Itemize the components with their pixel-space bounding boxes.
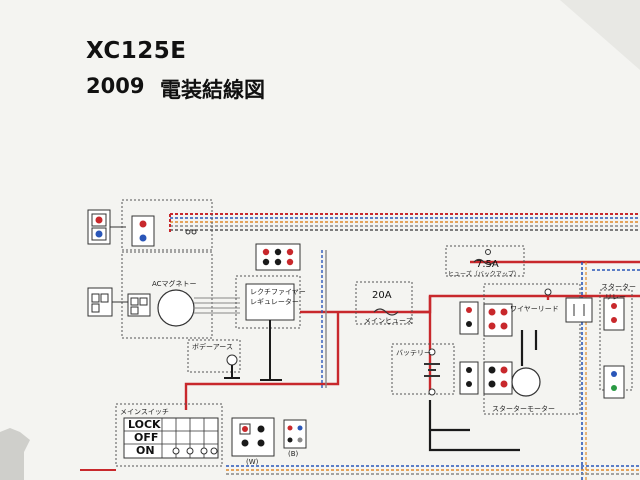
- main-fuse-rating: 20A: [372, 290, 392, 301]
- main-switch-label: メインスイッチ: [120, 408, 169, 416]
- backup-fuse: [445, 245, 525, 277]
- rectifier-regulator: [235, 243, 301, 381]
- battery-label: バッテリー: [396, 349, 431, 357]
- battery: [391, 343, 455, 396]
- black-ground-wire: [428, 330, 538, 452]
- body-earth-label: ボデーアース: [192, 343, 233, 351]
- switch-connectors: [231, 417, 307, 457]
- connector-b-label: (B): [288, 450, 299, 458]
- switch-position-off: OFF: [134, 431, 159, 444]
- rectifier-label-2: レギュレーター: [250, 298, 299, 306]
- model-name: XC125E: [86, 38, 187, 64]
- starter-relay-label-2: リレー: [605, 293, 626, 301]
- main-fuse: [355, 281, 413, 325]
- bottom-harness: [80, 465, 640, 475]
- starter-relay-label-1: スターター: [601, 283, 636, 291]
- starter-area: [459, 283, 633, 415]
- backup-fuse-rating: 7.5A: [476, 259, 499, 270]
- model-year: 2009: [86, 74, 145, 98]
- backup-fuse-label: ヒューズ（バックアップ）: [448, 271, 520, 278]
- paper-fold: [560, 0, 640, 70]
- top-left-connectors: [87, 199, 213, 251]
- ac-magneto: [87, 251, 240, 339]
- starter-motor-label: スターターモーター: [492, 405, 555, 413]
- rectifier-label-1: レクチファイヤー: [250, 288, 306, 296]
- main-switch: [115, 403, 223, 467]
- switch-position-on: ON: [136, 444, 155, 457]
- connector-w-label: (W): [246, 458, 259, 466]
- switch-position-lock: LOCK: [128, 418, 161, 431]
- wire-lead-label: ワイヤーリード: [510, 305, 559, 313]
- top-harness: [169, 213, 640, 235]
- main-fuse-label: メインヒューズ: [364, 317, 413, 325]
- diagram-title: 電装結線図: [160, 78, 265, 102]
- body-earth: [187, 339, 241, 379]
- ac-magneto-label: ACマグネトー: [152, 280, 197, 288]
